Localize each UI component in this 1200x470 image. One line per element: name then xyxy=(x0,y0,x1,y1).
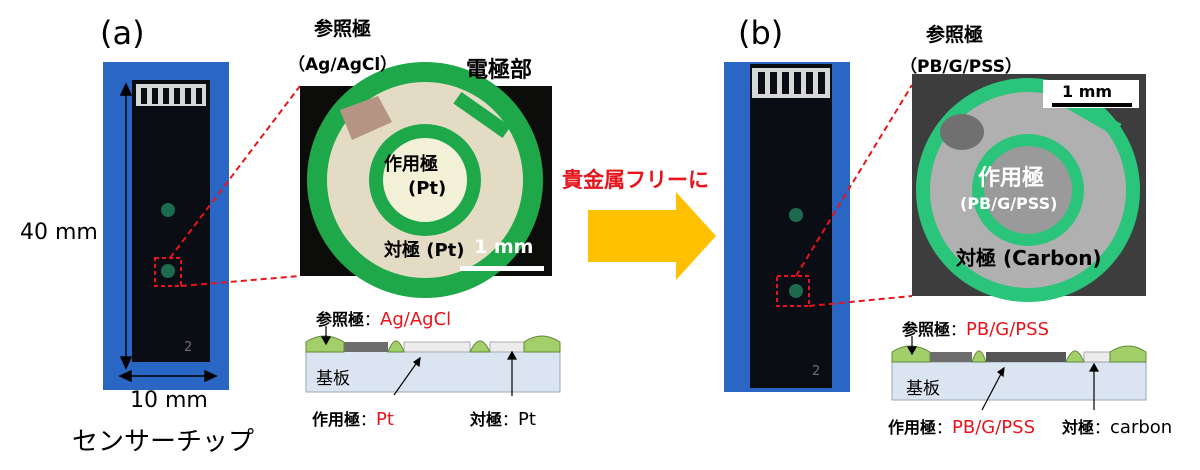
cross-work-colon-left: ： xyxy=(360,410,377,429)
transition-arrow xyxy=(588,192,716,280)
cross-section-left xyxy=(305,326,561,396)
panel-label-a: (a) xyxy=(100,14,145,52)
width-dimension-label: 10 mm xyxy=(130,388,208,413)
electrode-photo-left xyxy=(300,62,552,298)
sensor-chip-right xyxy=(724,62,850,392)
cross-counter-value-right: carbon xyxy=(1110,417,1173,438)
photo-ref-material-right: （PB/G/PSS） xyxy=(900,57,1022,77)
cross-ref-label-right: 参照極 xyxy=(902,320,951,339)
electrode-photo-right xyxy=(912,74,1146,302)
cross-substrate-left: 基板 xyxy=(316,369,350,389)
photo-scale-left: 1 mm xyxy=(474,236,534,258)
cross-ref-left: 参照極：Ag/AgCl xyxy=(316,306,451,330)
cross-section-right xyxy=(891,336,1147,411)
transition-caption: 貴金属フリーに xyxy=(562,168,709,192)
photo-counter-label-left: 対極 (Pt) xyxy=(384,240,465,261)
photo-ref-material-left: （Ag/AgCl） xyxy=(288,55,398,75)
cross-counter-right: 対極：carbon xyxy=(1062,414,1172,438)
cross-substrate-right: 基板 xyxy=(906,379,940,399)
chip-caption: センサーチップ xyxy=(72,427,255,457)
zoom-lines-right xyxy=(795,84,913,307)
panel-label-b: (b) xyxy=(738,14,784,52)
photo-scale-right: 1 mm xyxy=(1062,82,1113,101)
cross-counter-label-right: 対極 xyxy=(1062,418,1095,437)
cross-work-label-left: 作用極 xyxy=(312,410,361,429)
cross-counter-value-left: Pt xyxy=(518,409,536,430)
cross-counter-left: 対極：Pt xyxy=(470,406,536,430)
height-dimension-label: 40 mm xyxy=(20,220,98,245)
dimension-arrows-left xyxy=(118,82,218,383)
photo-ref-label-right: 参照極 xyxy=(926,24,984,46)
photo-counter-label-right: 対極 (Carbon) xyxy=(956,246,1102,270)
zoom-lines-left xyxy=(169,85,301,287)
cross-ref-label-left: 参照極 xyxy=(316,310,365,329)
cross-work-value-right: PB/G/PSS xyxy=(952,417,1036,438)
photo-work-material-left: (Pt) xyxy=(408,178,447,199)
photo-title-left: 電極部 xyxy=(466,58,533,83)
cross-work-label-right: 作用極 xyxy=(888,418,937,437)
cross-ref-value-left: Ag/AgCl xyxy=(380,309,452,330)
sensor-chip-left xyxy=(103,62,229,390)
photo-work-material-right: (PB/G/PSS) xyxy=(960,194,1058,213)
chip-mark-right: 2 xyxy=(812,364,821,379)
cross-ref-colon-left: ： xyxy=(364,310,381,329)
chip-mark-left: 2 xyxy=(184,340,193,355)
photo-ref-label-left: 参照極 xyxy=(314,18,372,40)
cross-ref-colon-right: ： xyxy=(950,320,967,339)
cross-work-left: 作用極：Pt xyxy=(312,406,394,430)
cross-work-colon-right: ： xyxy=(936,418,953,437)
cross-counter-colon-left: ： xyxy=(502,410,519,429)
cross-work-value-left: Pt xyxy=(376,409,394,430)
cross-counter-label-left: 対極 xyxy=(470,410,503,429)
photo-work-label-right: 作用極 xyxy=(978,166,1045,191)
cross-ref-value-right: PB/G/PSS xyxy=(966,319,1050,340)
photo-work-label-left: 作用極 xyxy=(384,154,438,175)
cross-work-right: 作用極：PB/G/PSS xyxy=(888,414,1035,438)
cross-counter-colon-right: ： xyxy=(1094,418,1111,437)
cross-ref-right: 参照極：PB/G/PSS xyxy=(902,316,1049,340)
